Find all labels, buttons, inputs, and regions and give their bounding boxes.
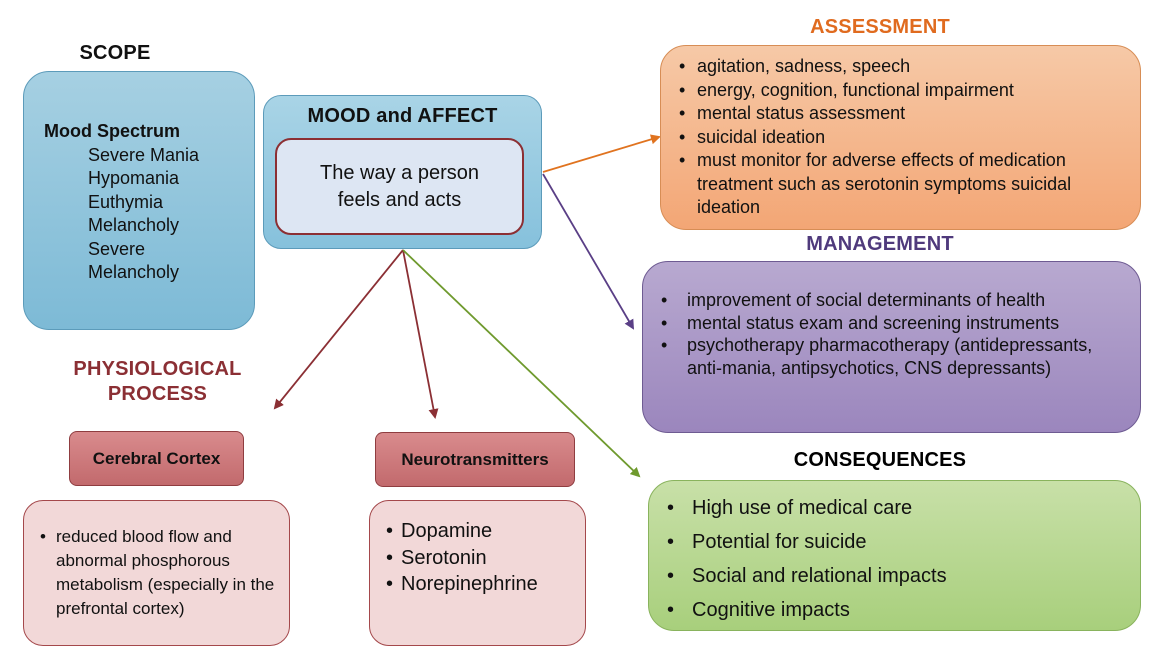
list-item: Potential for suicide bbox=[663, 525, 1126, 559]
assessment-box: agitation, sadness, speech energy, cogni… bbox=[660, 45, 1141, 230]
list-item: reduced blood flow and abnormal phosphor… bbox=[36, 525, 279, 621]
list-item: Cognitive impacts bbox=[663, 593, 1126, 627]
management-list: improvement of social determinants of he… bbox=[657, 289, 1126, 379]
list-item: energy, cognition, functional impairment bbox=[675, 79, 1126, 103]
list-item: Serotonin bbox=[382, 545, 575, 572]
neurotransmitters-header: Neurotransmitters bbox=[375, 432, 575, 487]
scope-title: SCOPE bbox=[79, 42, 151, 64]
list-item: High use of medical care bbox=[663, 491, 1126, 525]
mood-spectrum-title: Mood Spectrum bbox=[44, 121, 181, 141]
arrow-to-physiological bbox=[273, 249, 404, 410]
arrow-to-management bbox=[542, 173, 635, 330]
list-item: Norepinephrine bbox=[382, 571, 575, 598]
arrow-to-neurotransmitters bbox=[402, 249, 439, 419]
spectrum-item: Hypomania bbox=[88, 168, 180, 188]
neurotransmitters-list: Dopamine Serotonin Norepinephrine bbox=[382, 518, 575, 598]
list-item: Social and relational impacts bbox=[663, 559, 1126, 593]
list-item: must monitor for adverse effects of medi… bbox=[675, 149, 1126, 220]
mood-definition: The way a person feels and acts bbox=[275, 138, 524, 235]
list-item: improvement of social determinants of he… bbox=[657, 289, 1126, 312]
arrow-to-consequences bbox=[402, 249, 641, 478]
neurotransmitters-box: Dopamine Serotonin Norepinephrine bbox=[369, 500, 586, 646]
spectrum-item: Severe Mania bbox=[88, 144, 200, 165]
mood-affect-title: MOOD and AFFECT bbox=[307, 105, 498, 127]
management-box: improvement of social determinants of he… bbox=[642, 261, 1141, 433]
list-item: agitation, sadness, speech bbox=[675, 55, 1126, 79]
list-item: psychotherapy pharmacotherapy (antidepre… bbox=[657, 334, 1126, 379]
list-item: Dopamine bbox=[382, 518, 575, 545]
spectrum-item: Melancholy bbox=[88, 262, 180, 282]
assessment-title: ASSESSMENT bbox=[810, 16, 950, 38]
spectrum-item: Melancholy bbox=[88, 215, 180, 235]
list-item: suicidal ideation bbox=[675, 126, 1126, 150]
scope-box: Mood Spectrum Severe Mania Hypomania Eut… bbox=[23, 71, 255, 330]
list-item: mental status assessment bbox=[675, 102, 1126, 126]
list-item: mental status exam and screening instrum… bbox=[657, 312, 1126, 335]
arrow-to-assessment bbox=[542, 134, 661, 173]
consequences-box: High use of medical care Potential for s… bbox=[648, 480, 1141, 631]
spectrum-item: Severe bbox=[88, 238, 146, 259]
consequences-title: CONSEQUENCES bbox=[793, 449, 967, 471]
consequences-list: High use of medical care Potential for s… bbox=[663, 491, 1126, 627]
spectrum-item: Euthymia bbox=[88, 191, 164, 212]
cerebral-cortex-header: Cerebral Cortex bbox=[69, 431, 244, 486]
management-title: MANAGEMENT bbox=[806, 233, 954, 255]
assessment-list: agitation, sadness, speech energy, cogni… bbox=[675, 55, 1126, 220]
cerebral-cortex-box: reduced blood flow and abnormal phosphor… bbox=[23, 500, 290, 646]
cortex-list: reduced blood flow and abnormal phosphor… bbox=[36, 525, 279, 621]
physiological-process-title: PHYSIOLOGICAL PROCESS bbox=[73, 358, 242, 405]
